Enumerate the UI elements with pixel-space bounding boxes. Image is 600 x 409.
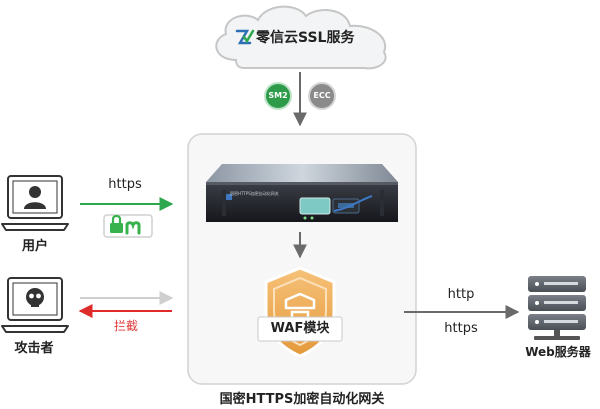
waf-label-box — [257, 316, 343, 342]
blocked-label: 拦截 — [113, 319, 138, 333]
user-laptop-icon — [1, 175, 69, 231]
zerossl-logo-icon — [235, 29, 255, 45]
padlock-icon — [103, 214, 153, 238]
gateway-device — [206, 164, 398, 222]
user-protocol-label: https — [108, 177, 142, 192]
ecc-badge-label: ECC — [313, 91, 331, 100]
server-protocol-https: https — [444, 321, 478, 336]
server-protocol-http: http — [447, 287, 475, 302]
ssl-service-cloud — [215, 5, 387, 70]
waf-label: WAF模块 — [270, 321, 330, 336]
server-label: Web服务器 — [525, 345, 591, 359]
device-faceplate-text: 国密HTTPS加密自动化网关 — [230, 191, 279, 196]
cloud-title: 零信云SSL服务 — [256, 30, 355, 46]
server-rack-icon — [528, 276, 586, 340]
skull-laptop-icon — [1, 277, 69, 333]
gateway-label: 国密HTTPS加密自动化网关 — [219, 392, 385, 407]
ecc-badge — [308, 82, 336, 110]
sm2-badge-label: SM2 — [268, 91, 288, 100]
sm2-badge — [264, 82, 292, 110]
user-label: 用户 — [21, 239, 48, 254]
attacker-label: 攻击者 — [14, 341, 54, 356]
